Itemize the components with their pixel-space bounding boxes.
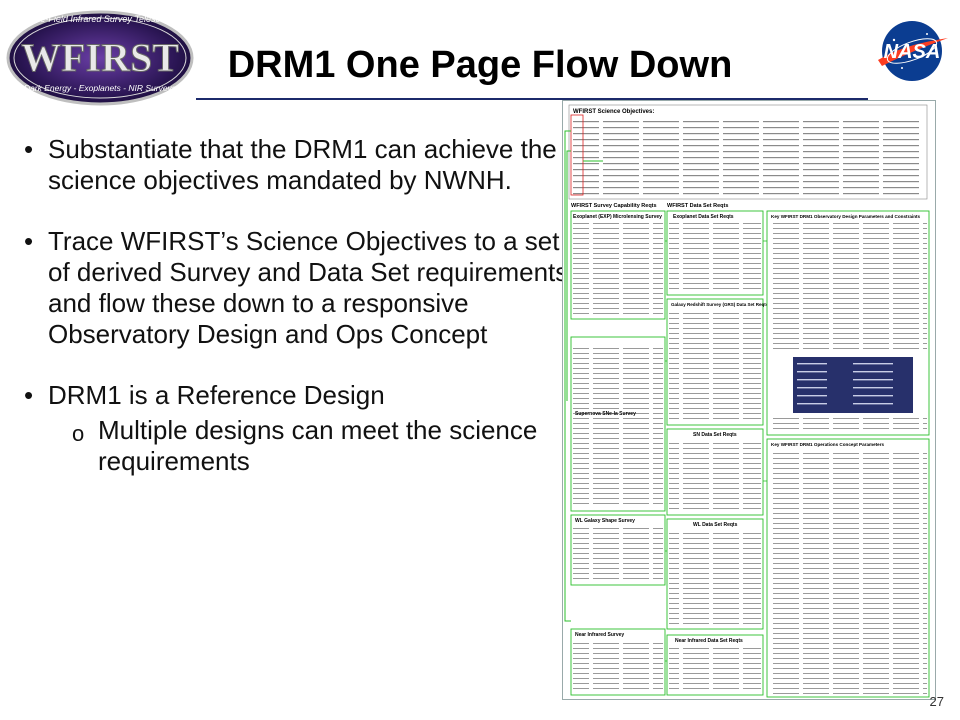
doc-capability-heading: WFIRST Survey Capability Reqts <box>571 203 657 209</box>
doc-grs-data-heading: Galaxy Redshift Survey (GRS) Data Set Re… <box>671 302 769 307</box>
bullet-dot-icon: • <box>24 226 34 256</box>
doc-nir-data-heading: Near Infrared Data Set Reqts <box>675 638 743 644</box>
bullet-text: DRM1 is a Reference Design <box>48 380 385 410</box>
nasa-wordmark: NASA <box>884 41 941 63</box>
bullet-text: Substantiate that the DRM1 can achieve t… <box>48 134 557 195</box>
nasa-logo: NASA <box>872 16 952 86</box>
doc-objectives-heading: WFIRST Science Objectives: <box>573 109 654 115</box>
doc-sn-data-heading: SN Data Set Reqts <box>693 432 737 438</box>
hollow-bullet-icon: o <box>72 421 85 446</box>
bullet-list: • Substantiate that the DRM1 can achieve… <box>22 134 582 477</box>
doc-wl-heading: WL Galaxy Shape Survey <box>575 518 635 524</box>
doc-dataset-heading: WFIRST Data Set Reqts <box>667 203 728 209</box>
bullet-text: Trace WFIRST’s Science Objectives to a s… <box>48 226 576 349</box>
doc-exoplanet-data-heading: Exoplanet Data Set Reqts <box>673 214 734 220</box>
wfirst-logo: Wide-Field Infrared Survey Telescope WFI… <box>4 8 196 108</box>
bullet-item: • Trace WFIRST’s Science Objectives to a… <box>22 226 582 350</box>
sub-bullet-item: o Multiple designs can meet the science … <box>50 415 582 477</box>
bullet-item: • Substantiate that the DRM1 can achieve… <box>22 134 582 196</box>
doc-wl-data-heading: WL Data Set Reqts <box>693 522 738 528</box>
document-drawing: WFIRST Science Objectives: WFIRST Survey… <box>564 104 930 698</box>
sub-bullet-text: Multiple designs can meet the science re… <box>98 415 538 476</box>
doc-ops-heading: Key WFIRST DRM1 Operations Concept Param… <box>771 442 885 447</box>
title-divider <box>196 98 868 100</box>
logo-tagline: Wide-Field Infrared Survey Telescope <box>25 14 175 24</box>
doc-nir-heading: Near Infrared Survey <box>575 632 624 638</box>
page-number: 27 <box>929 694 944 709</box>
doc-supernova-heading: Supernova SNe-Ia Survey <box>575 411 636 417</box>
doc-observatory-heading: Key WFIRST DRM1 Observatory Design Param… <box>771 214 921 219</box>
bullet-dot-icon: • <box>24 380 34 410</box>
bullet-item: • DRM1 is a Reference Design <box>22 380 582 411</box>
flowdown-document-thumbnail: WFIRST Science Objectives: WFIRST Survey… <box>562 100 936 700</box>
logo-wordmark: WFIRST <box>21 35 179 80</box>
page-title: DRM1 One Page Flow Down <box>227 44 733 86</box>
bullet-dot-icon: • <box>24 134 34 164</box>
logo-subtitle: Dark Energy - Exoplanets - NIR Surveys <box>24 83 177 93</box>
doc-microlensing-heading: Exoplanet (EXP) Microlensing Survey <box>573 214 662 220</box>
